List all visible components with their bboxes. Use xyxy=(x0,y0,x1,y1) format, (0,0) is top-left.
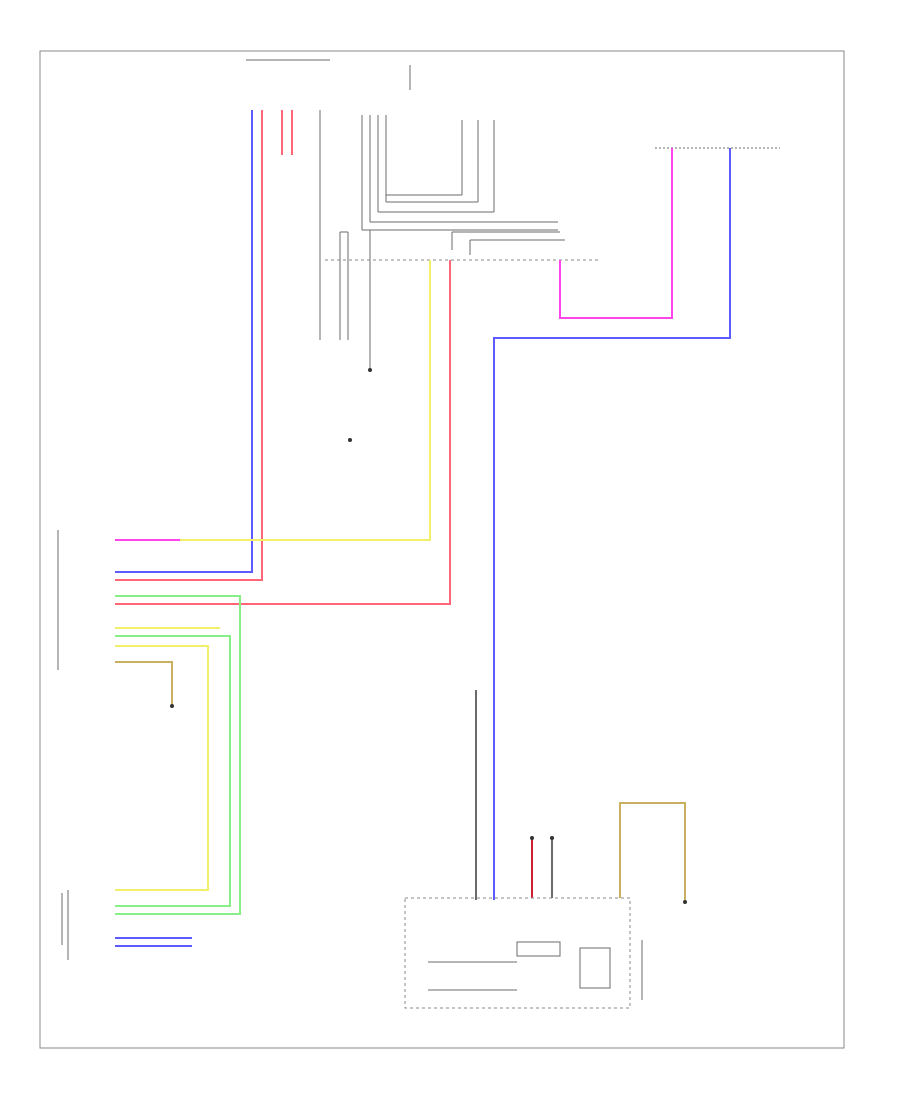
wire-red-upper xyxy=(281,110,293,155)
wire-blue-right xyxy=(493,148,731,900)
wire-tan-bottom-right xyxy=(619,802,686,900)
wire-red-mid xyxy=(115,260,451,605)
ground-terminals xyxy=(170,368,687,904)
top-connector-group xyxy=(246,59,780,149)
wire-green-outer xyxy=(115,595,241,915)
diagram-frame xyxy=(39,50,845,1049)
left-connector-box xyxy=(57,530,69,960)
wire-tan-left xyxy=(115,661,173,705)
wire-yellow-top xyxy=(180,260,431,541)
gray-harness-lines xyxy=(319,110,600,370)
wire-blue-left xyxy=(115,110,253,573)
wire-pink-right xyxy=(559,148,673,319)
wire-yellow-lower xyxy=(115,645,209,891)
combination-meter-box xyxy=(404,897,643,1009)
wire-red-left xyxy=(115,110,263,581)
wire-green-inner xyxy=(115,635,231,907)
wire-blue-bottom-left xyxy=(115,937,192,947)
